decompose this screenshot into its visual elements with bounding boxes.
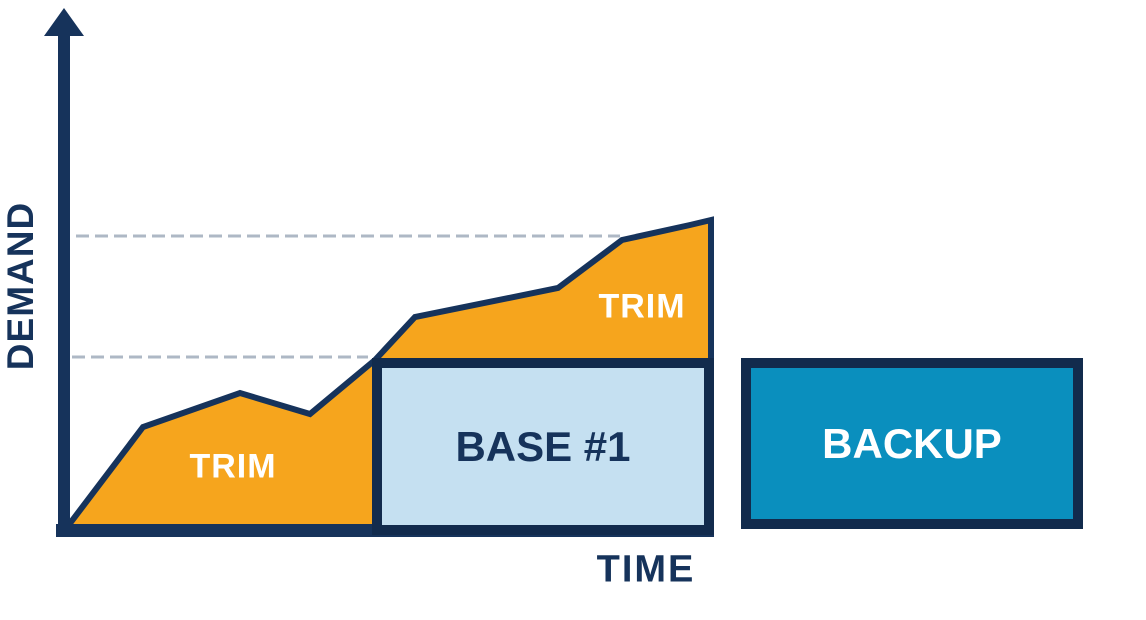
backup-block: BACKUP — [741, 358, 1083, 529]
x-axis-label: TIME — [596, 548, 696, 591]
trim-label-left: TRIM — [189, 447, 277, 486]
demand-curve — [65, 216, 714, 532]
y-axis — [58, 30, 70, 537]
base-1-label: BASE #1 — [455, 422, 631, 470]
y-axis-label: DEMAND — [0, 201, 41, 371]
base-1-block: BASE #1 — [372, 358, 714, 535]
y-axis-arrowhead-icon — [44, 8, 84, 36]
trim-label-right: TRIM — [598, 287, 686, 326]
backup-label: BACKUP — [822, 419, 1002, 467]
